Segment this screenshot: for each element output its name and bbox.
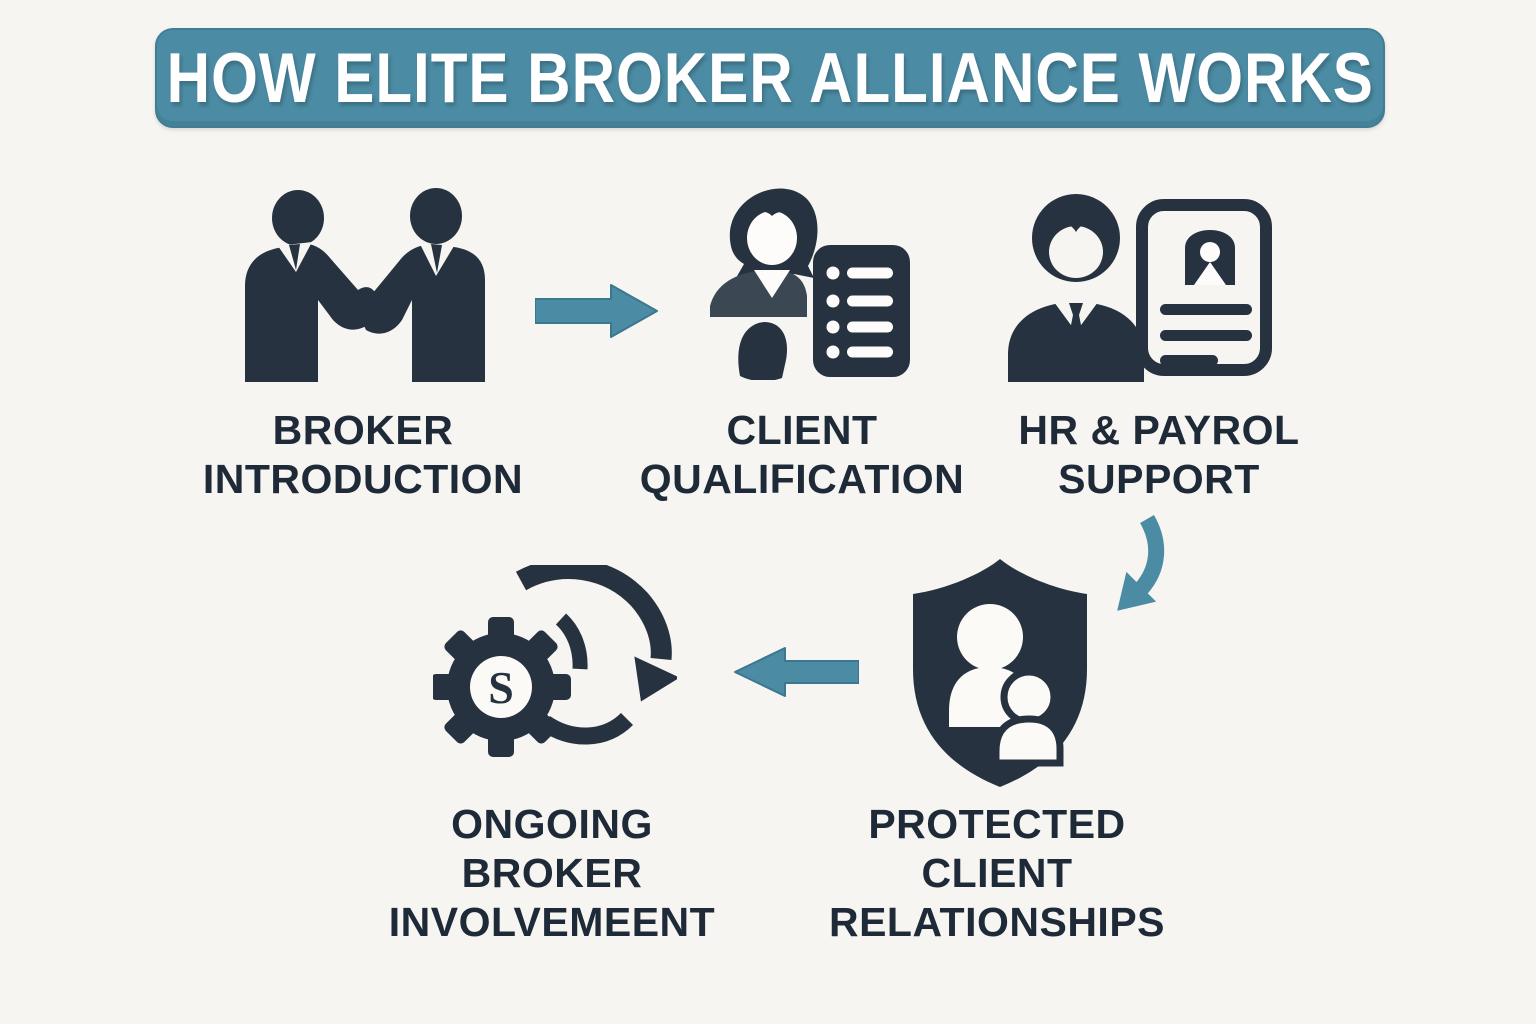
page-title: HOW ELITE BROKER ALLIANCE WORKS xyxy=(166,38,1374,118)
client-checklist-icon xyxy=(710,188,910,380)
label-ongoing-broker-involvement: ONGOING BROKER INVOLVEMEENT xyxy=(388,801,716,945)
title-banner: HOW ELITE BROKER ALLIANCE WORKS xyxy=(155,28,1385,128)
arrow-broker-to-client-icon xyxy=(535,284,658,338)
gear-currency-cycle-icon: S xyxy=(433,565,677,757)
arrow-protected-to-ongoing-icon xyxy=(734,647,859,697)
id-card-person-icon xyxy=(1008,194,1272,382)
label-client-qualification: CLIENT QUALIFICATION xyxy=(639,407,965,502)
currency-symbol: S xyxy=(488,662,514,713)
arrow-hr-to-protected-icon xyxy=(1117,515,1165,611)
shield-people-icon xyxy=(913,559,1087,787)
handshake-icon xyxy=(245,188,485,382)
label-protected-client-relationships: PROTECTED CLIENT RELATIONSHIPS xyxy=(828,801,1166,945)
label-hr-payroll-support: HR & PAYROL SUPPORT xyxy=(1018,407,1300,502)
label-broker-introduction: BROKER INTRODUCTION xyxy=(202,407,524,502)
